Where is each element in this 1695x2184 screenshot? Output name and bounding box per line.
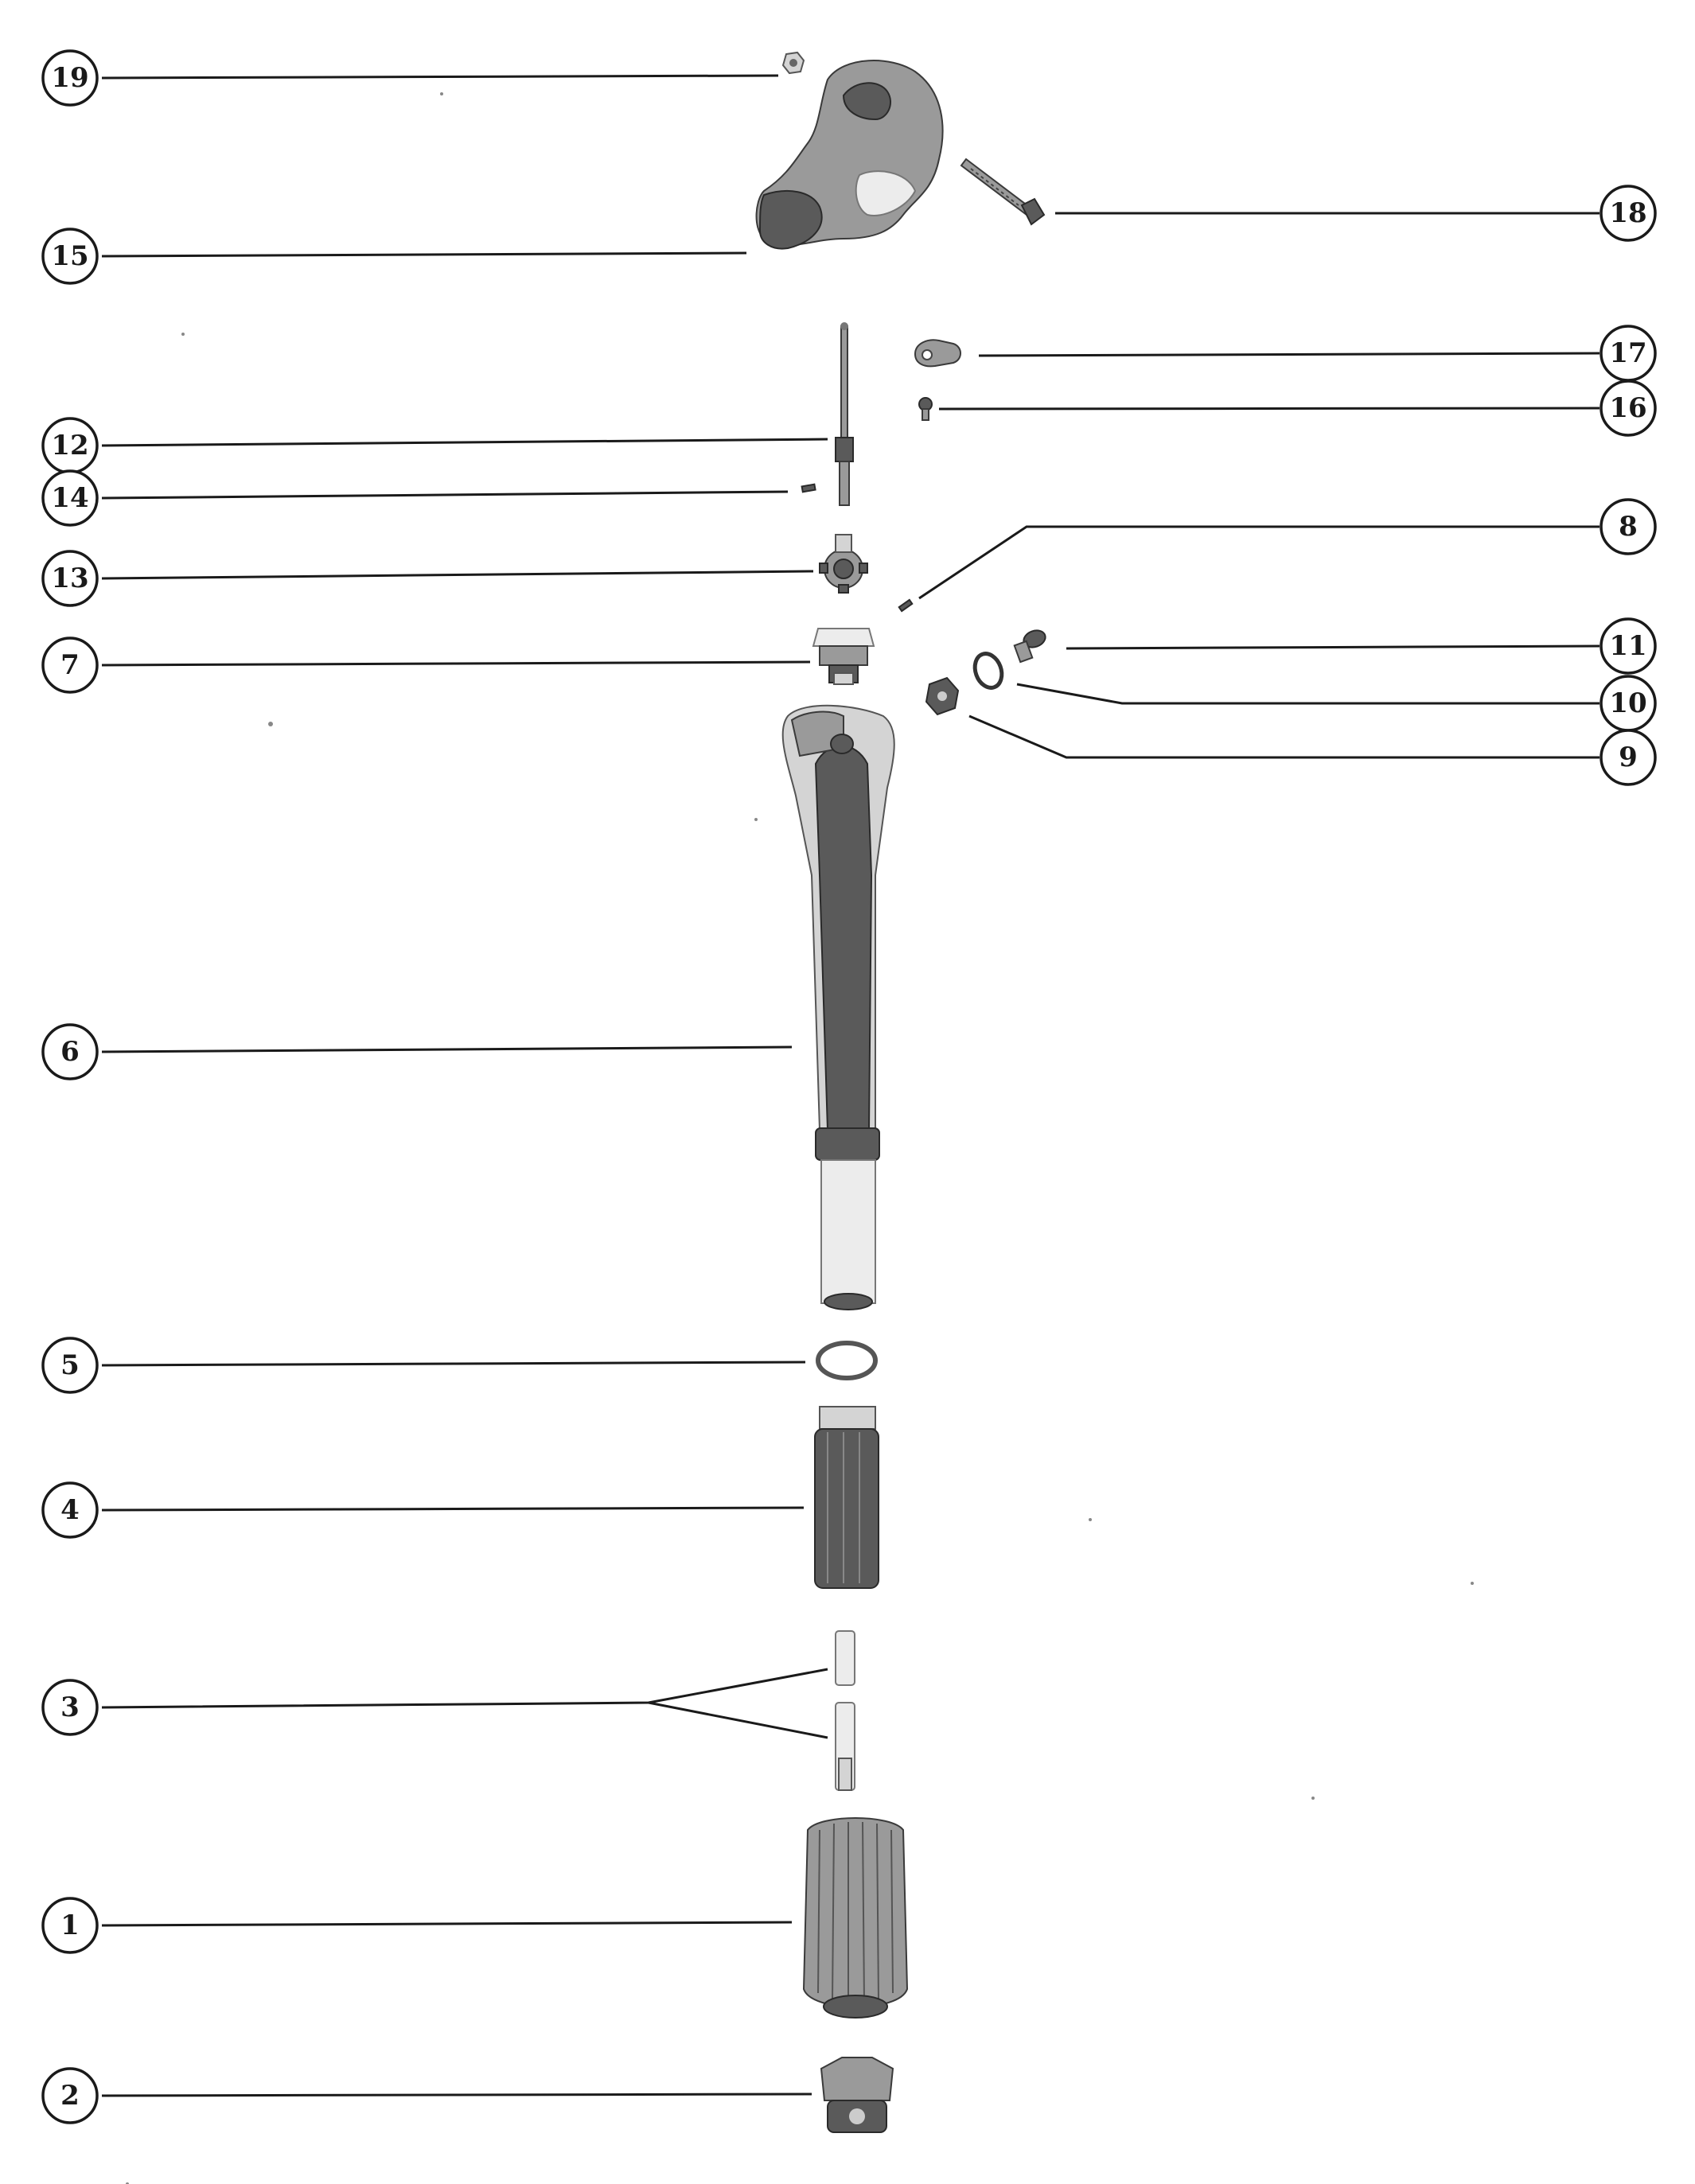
part-9-nut [925, 676, 960, 716]
part-11-screw [1013, 629, 1046, 664]
callout-3-label: 3 [60, 1692, 80, 1723]
leader-3 [101, 1668, 828, 1709]
part-19-nut [781, 51, 805, 75]
callout-13: 13 [41, 550, 99, 607]
leader-5 [101, 1361, 806, 1367]
callout-6-label: 6 [60, 1036, 80, 1068]
callout-7-label: 7 [60, 649, 80, 681]
part-2-end-nut [820, 2057, 894, 2133]
callout-8: 8 [1600, 498, 1657, 555]
callout-19-label: 19 [51, 62, 88, 94]
callout-12-label: 12 [51, 430, 88, 461]
leader-7 [101, 660, 811, 667]
callout-6: 6 [41, 1023, 99, 1080]
callout-3: 3 [41, 1679, 99, 1736]
part-16-screw [918, 397, 933, 421]
part-1-grip [802, 1817, 909, 2019]
part-7-bushing [812, 628, 875, 685]
callout-1-label: 1 [60, 1910, 80, 1941]
leader-lines [101, 74, 1600, 2097]
callout-2: 2 [41, 2067, 99, 2124]
leader-8 [918, 525, 1600, 600]
callout-17: 17 [1600, 325, 1657, 382]
callout-10-label: 10 [1609, 687, 1646, 719]
callout-5: 5 [41, 1337, 99, 1394]
callout-16: 16 [1600, 380, 1657, 437]
part-4-sleeve [814, 1406, 879, 1589]
part-8-pin [898, 598, 914, 613]
callout-1: 1 [41, 1897, 99, 1954]
part-6-steering-tube [781, 704, 895, 1310]
callout-4: 4 [41, 1481, 99, 1539]
callout-18-label: 18 [1609, 197, 1646, 229]
callout-14-label: 14 [51, 482, 88, 514]
leader-14 [101, 490, 789, 500]
part-10-washer [972, 652, 1004, 690]
leader-16 [938, 407, 1600, 411]
leader-10 [1016, 683, 1600, 705]
part-15-housing [755, 60, 944, 250]
part-14-pin [801, 483, 816, 493]
callout-7: 7 [41, 637, 99, 694]
leader-3b [648, 1701, 828, 1739]
callout-13-label: 13 [51, 563, 88, 594]
part-3-pins [835, 1630, 855, 1791]
callout-11-label: 11 [1609, 630, 1646, 662]
leader-12 [101, 438, 828, 447]
callout-9-label: 9 [1619, 742, 1638, 773]
leader-19 [101, 74, 779, 80]
callout-17-label: 17 [1609, 337, 1646, 369]
leader-15 [101, 251, 747, 258]
callout-15-label: 15 [51, 240, 88, 272]
callout-5-label: 5 [60, 1349, 80, 1381]
leader-4 [101, 1506, 805, 1512]
leader-1 [101, 1921, 793, 1927]
part-17-clip [914, 339, 961, 368]
callout-10: 10 [1600, 675, 1657, 732]
callout-14: 14 [41, 469, 99, 527]
callout-2-label: 2 [60, 2080, 80, 2112]
print-specks [126, 92, 1474, 2184]
part-5-ring [816, 1341, 878, 1380]
leader-13 [101, 570, 814, 580]
part-12-shaft [835, 322, 854, 506]
leader-6 [101, 1045, 793, 1053]
leader-2 [101, 2093, 812, 2097]
callout-19: 19 [41, 49, 99, 107]
callout-12: 12 [41, 417, 99, 474]
callout-8-label: 8 [1619, 511, 1638, 543]
part-18-bolt [960, 158, 1046, 226]
callout-9: 9 [1600, 729, 1657, 786]
callout-15: 15 [41, 228, 99, 285]
leader-17 [978, 352, 1600, 357]
leader-9 [968, 714, 1600, 759]
callout-4-label: 4 [60, 1494, 80, 1526]
part-13-gear [819, 534, 868, 594]
leader-11 [1066, 644, 1600, 650]
callout-11: 11 [1600, 617, 1657, 675]
callout-16-label: 16 [1609, 392, 1646, 424]
callout-18: 18 [1600, 185, 1657, 242]
